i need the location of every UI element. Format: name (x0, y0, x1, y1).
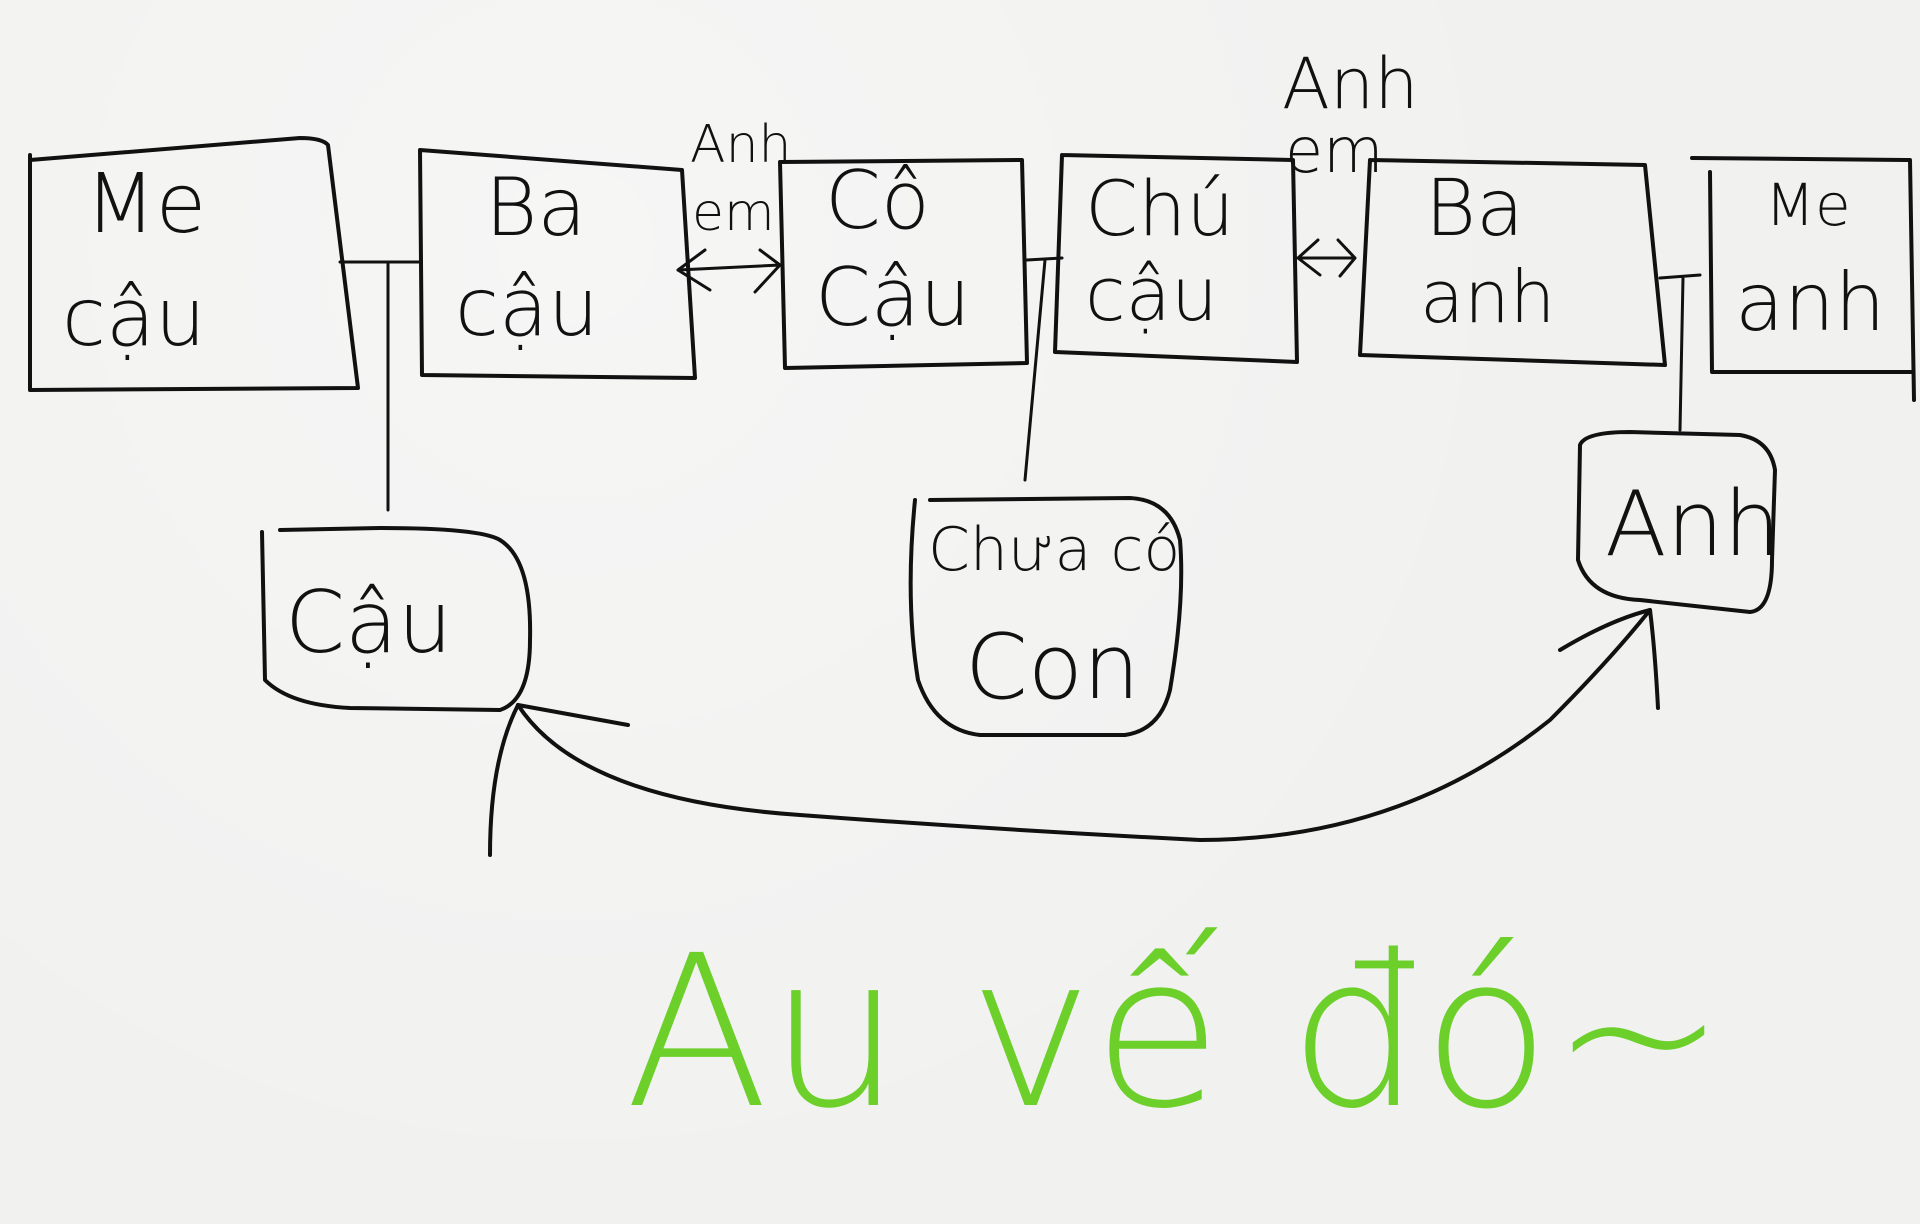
node-cau-box (260, 526, 533, 712)
node-ba-cau-line2: cậu (455, 261, 599, 354)
double-arrow-1 (676, 248, 782, 294)
marriage-line-cau-parents (338, 260, 422, 512)
double-arrow-2 (1296, 238, 1357, 278)
node-cau-label: Cậu (285, 573, 452, 673)
arrowhead-cau-end (488, 703, 630, 857)
node-chu-cau: Chú cậu (1053, 153, 1299, 364)
node-me-cau-line2: cậu (62, 271, 206, 364)
node-chu-cau-line2: cậu (1085, 252, 1218, 338)
node-chu-cau-box (1053, 153, 1299, 364)
node-anh-box (1576, 430, 1777, 614)
relation-anh-em-2-line2: em (1285, 114, 1384, 187)
marriage-line-anh-parents (1658, 273, 1702, 432)
node-chua-co-con-line2: Con (965, 615, 1140, 720)
node-ba-cau: Ba cậu (418, 148, 697, 380)
node-ba-anh: Ba anh (1358, 158, 1667, 367)
node-cau: Cậu (260, 526, 533, 712)
node-me-cau: Me cậu (28, 136, 360, 392)
arrowhead-anh-end (1558, 608, 1660, 710)
node-co-cau: Cô Cậu (778, 154, 1029, 370)
node-ba-anh-box (1358, 158, 1667, 367)
node-me-anh-line1: Me (1765, 171, 1851, 239)
marriage-line-co-chu (1023, 256, 1064, 482)
node-co-cau-line2: Cậu (815, 251, 971, 344)
node-ba-anh-line2: anh (1420, 255, 1555, 339)
node-ba-anh-line1: Ba (1425, 164, 1524, 254)
relation-anh-em-2-line1: Anh (1282, 43, 1419, 125)
node-chua-co-con-line1: Chưa có (928, 515, 1180, 585)
relation-anh-em-2: Anh em (1282, 43, 1419, 278)
node-me-anh-line2: anh (1735, 256, 1885, 349)
relation-anh-em-1-line2: em (692, 183, 775, 243)
node-me-cau-box (28, 136, 360, 392)
curved-arrow-cau-to-anh (516, 608, 1652, 842)
node-anh-label: Anh (1605, 472, 1781, 577)
node-co-cau-box (778, 158, 1029, 370)
node-chua-co-con: Chưa có Con (908, 496, 1184, 737)
node-anh: Anh (1576, 430, 1781, 614)
caption-text: Au vế đó~ (625, 910, 1726, 1155)
relation-anh-em-1: Anh em (676, 115, 792, 294)
node-me-cau-line1: Me (85, 157, 206, 252)
node-me-anh: Me anh (1690, 156, 1916, 402)
node-me-anh-box (1690, 156, 1916, 402)
node-chua-co-con-box (908, 496, 1184, 737)
node-chu-cau-line1: Chú (1085, 164, 1234, 253)
node-ba-cau-line1: Ba (485, 161, 586, 254)
relation-anh-em-1-line1: Anh (690, 115, 792, 175)
node-co-cau-line1: Cô (825, 154, 930, 247)
node-ba-cau-box (418, 148, 697, 380)
